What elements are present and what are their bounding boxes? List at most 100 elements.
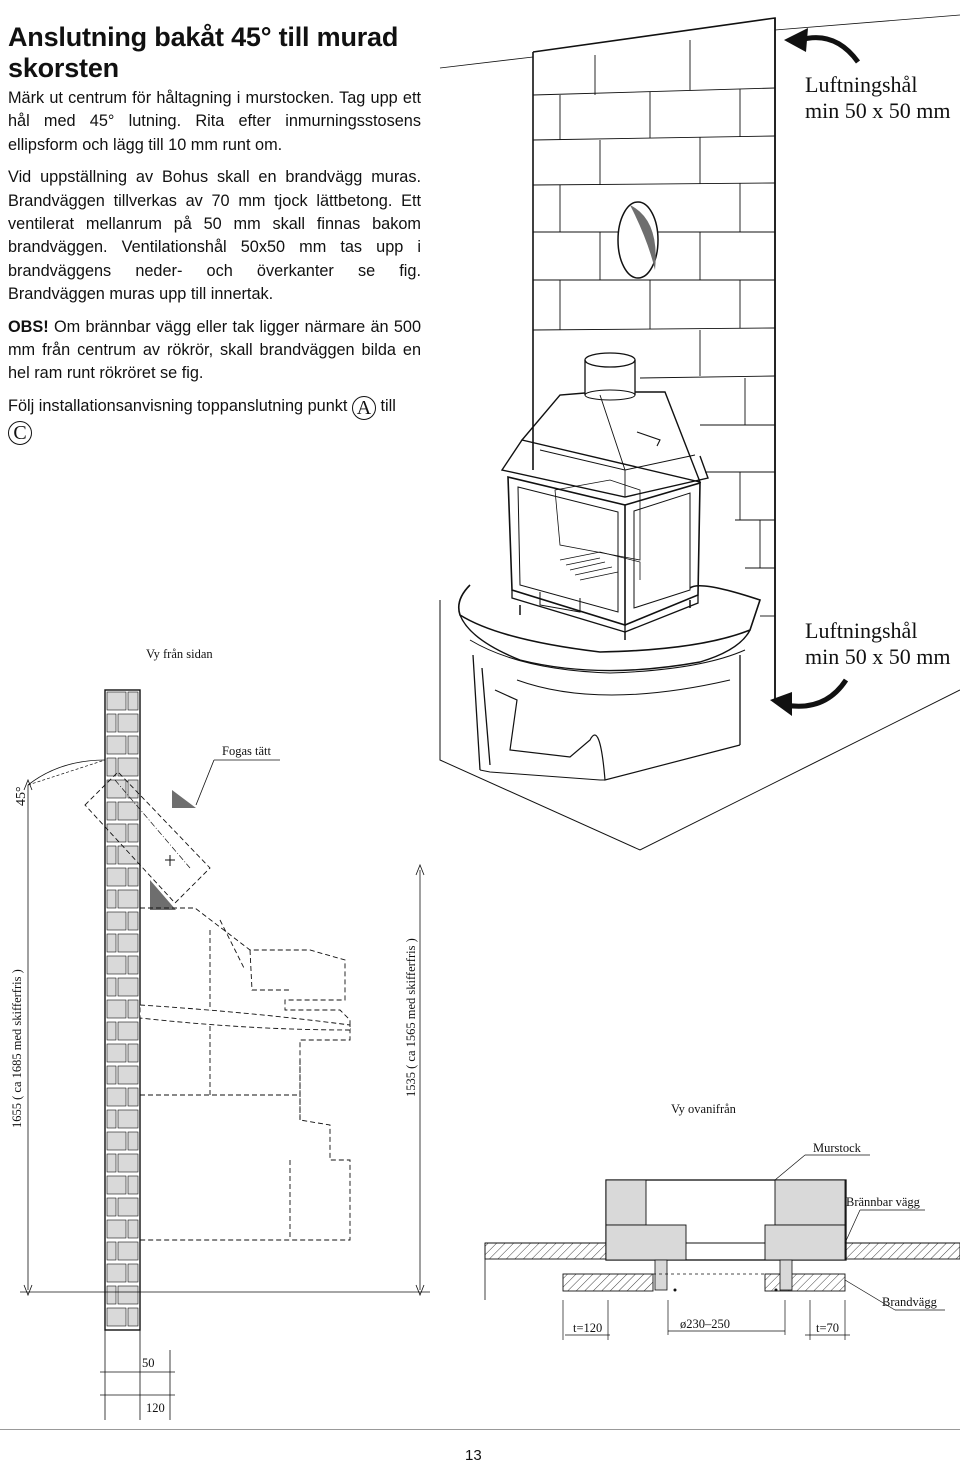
instruction-text: Märk ut centrum för håltagning i murstoc… xyxy=(8,87,421,454)
brick xyxy=(106,1241,117,1261)
brick xyxy=(106,1043,127,1063)
vent-bottom-line1: Luftningshål xyxy=(805,618,918,643)
top-firewall-left xyxy=(562,1273,654,1292)
top-view xyxy=(484,1154,960,1340)
brick xyxy=(117,757,139,777)
brick xyxy=(127,779,139,799)
sealed-label: Fogas tätt xyxy=(222,744,271,758)
brick xyxy=(127,1175,139,1195)
paragraph-obs: OBS! Om brännbar vägg eller tak ligger n… xyxy=(8,316,421,386)
combustible-wall-label: Brännbar vägg xyxy=(846,1195,920,1209)
paragraph-follow: Följ installationsanvisning toppanslutni… xyxy=(8,395,421,445)
brick xyxy=(106,845,117,865)
brick xyxy=(106,1131,127,1151)
t70-label: t=70 xyxy=(816,1321,840,1335)
brick xyxy=(117,713,139,733)
top-firewall-right xyxy=(764,1273,846,1292)
brick xyxy=(106,1219,127,1239)
follow-text: Följ installationsanvisning toppanslutni… xyxy=(8,396,348,415)
vent-label-top: Luftningshål min 50 x 50 mm xyxy=(805,72,950,124)
brick xyxy=(106,1087,127,1107)
brick xyxy=(127,735,139,755)
brick xyxy=(127,999,139,1019)
brick xyxy=(106,801,117,821)
brick xyxy=(117,1285,139,1305)
brick xyxy=(127,1043,139,1063)
brick xyxy=(106,691,127,711)
brick xyxy=(106,999,127,1019)
brick xyxy=(127,691,139,711)
brick xyxy=(106,823,127,843)
vent-label-bottom: Luftningshål min 50 x 50 mm xyxy=(805,618,950,670)
brick xyxy=(117,1065,139,1085)
brick xyxy=(117,801,139,821)
brick xyxy=(127,955,139,975)
dim-50-label: 50 xyxy=(142,1356,155,1370)
brick xyxy=(117,977,139,997)
brick xyxy=(117,845,139,865)
vent-top-line2: min 50 x 50 mm xyxy=(805,98,951,123)
height-right-label: 1535 ( ca 1565 med skifferfris ) xyxy=(404,938,418,1097)
brick xyxy=(106,1285,117,1305)
side-bricks xyxy=(106,691,139,1327)
brick xyxy=(127,1307,139,1327)
brick xyxy=(117,889,139,909)
brick xyxy=(106,1109,117,1129)
brick xyxy=(117,1021,139,1041)
brick xyxy=(127,1219,139,1239)
step-a-badge: A xyxy=(351,395,376,420)
brick xyxy=(106,867,127,887)
brick xyxy=(106,779,127,799)
brick xyxy=(106,955,127,975)
t120-label: t=120 xyxy=(573,1321,603,1335)
diameter-label: ø230–250 xyxy=(680,1317,730,1331)
brick xyxy=(127,911,139,931)
brick xyxy=(127,1263,139,1283)
brick xyxy=(127,1087,139,1107)
chimney-hole xyxy=(617,201,659,279)
chimney-label: Murstock xyxy=(813,1141,861,1155)
obs-text: Om brännbar vägg eller tak ligger närmar… xyxy=(8,317,421,383)
stove-hood xyxy=(520,391,702,483)
brick xyxy=(106,1307,127,1327)
brick xyxy=(127,867,139,887)
vent-arrow-bottom xyxy=(784,678,849,709)
brick xyxy=(106,1153,117,1173)
vent-top-line1: Luftningshål xyxy=(805,72,918,97)
floor-outline xyxy=(439,600,960,851)
top-view-label: Vy ovanifrån xyxy=(671,1102,736,1116)
paragraph-firewall: Vid uppställning av Bohus skall en brand… xyxy=(8,168,421,304)
brick xyxy=(106,889,117,909)
angle-label: 45° xyxy=(14,786,29,806)
height-left-label: 1655 ( ca 1685 med skifferfris ) xyxy=(10,969,24,1128)
brick xyxy=(117,1197,139,1217)
brick xyxy=(106,1263,127,1283)
page-number: 13 xyxy=(465,1447,482,1464)
firewall-label: Brandvägg xyxy=(882,1295,937,1309)
brick xyxy=(117,933,139,953)
brick xyxy=(106,713,117,733)
brick xyxy=(106,735,127,755)
obs-label: OBS! xyxy=(8,317,49,336)
side-flue xyxy=(84,771,211,904)
brick xyxy=(106,933,117,953)
brick xyxy=(106,1175,127,1195)
footer-rule xyxy=(0,1429,960,1430)
chimney-bricks xyxy=(532,40,776,617)
brick xyxy=(106,977,117,997)
brick xyxy=(106,757,117,777)
brick xyxy=(106,911,127,931)
till-text: till xyxy=(380,396,396,415)
brick xyxy=(106,1197,117,1217)
paragraph-marking: Märk ut centrum för håltagning i murstoc… xyxy=(8,89,421,154)
brick xyxy=(127,823,139,843)
brick xyxy=(117,1153,139,1173)
brick xyxy=(106,1065,117,1085)
brick xyxy=(117,1241,139,1261)
brick xyxy=(117,1109,139,1129)
step-c-badge: C xyxy=(8,420,32,445)
side-view-label: Vy från sidan xyxy=(146,647,213,661)
side-view xyxy=(20,689,430,1420)
perspective-view xyxy=(439,14,960,851)
